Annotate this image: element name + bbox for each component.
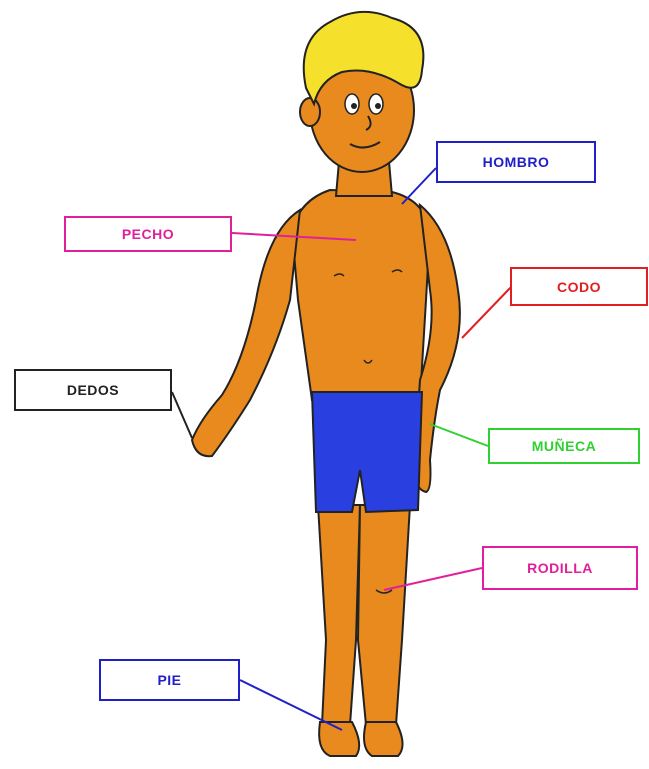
label-pie: PIE (99, 659, 240, 701)
label-rodilla: RODILLA (482, 546, 638, 590)
torso (292, 190, 430, 400)
dedos-pointer (172, 392, 192, 438)
right-foot (364, 722, 403, 756)
muneca-pointer (430, 424, 488, 446)
codo-pointer (462, 286, 512, 338)
left-foot (319, 722, 359, 756)
left-leg (318, 505, 360, 725)
right-leg (358, 505, 410, 725)
label-codo: CODO (510, 267, 648, 306)
label-muneca: MUÑECA (488, 428, 640, 464)
shorts (312, 392, 422, 512)
label-pecho: PECHO (64, 216, 232, 252)
hombro-pointer (402, 168, 436, 204)
label-hombro: HOMBRO (436, 141, 596, 183)
label-dedos: DEDOS (14, 369, 172, 411)
right-pupil (375, 103, 381, 109)
left-pupil (351, 103, 357, 109)
ear (300, 98, 320, 126)
